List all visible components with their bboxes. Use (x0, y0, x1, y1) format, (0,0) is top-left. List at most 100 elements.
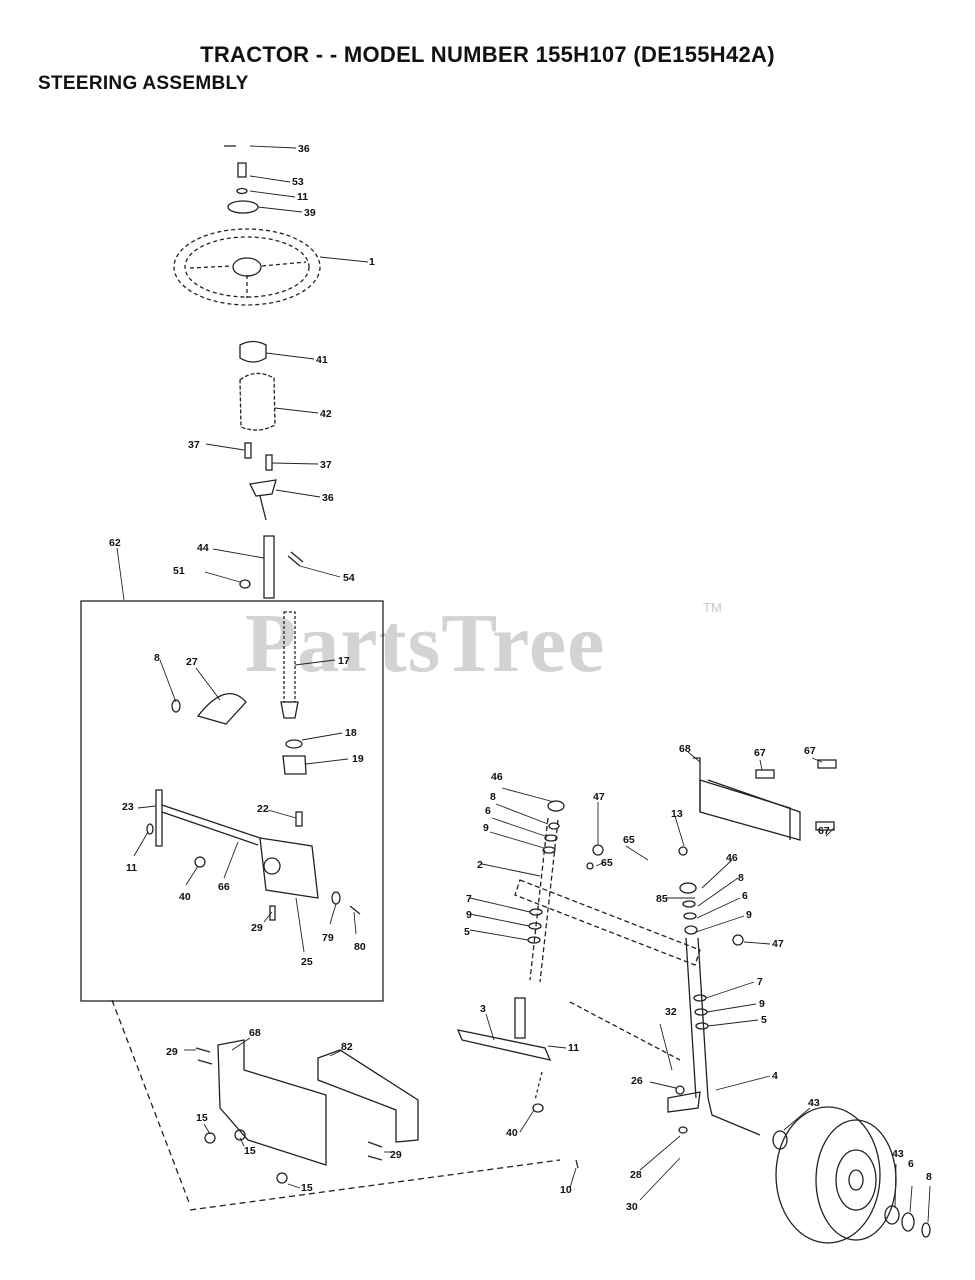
part-nut-40 (194, 856, 206, 868)
part-bushing-18 (285, 739, 303, 749)
part-adapter-41 (239, 340, 267, 363)
callout-4: 4 (772, 1070, 778, 1082)
part-bolt-67a (755, 769, 775, 779)
callout-43: 43 (808, 1097, 820, 1109)
part-plate-hole (263, 857, 281, 875)
callout-8: 8 (154, 652, 160, 664)
callout-17: 17 (338, 655, 350, 667)
part-bushing-8 (171, 699, 181, 713)
callout-37: 37 (320, 459, 332, 471)
part-bolt-67b (817, 759, 837, 769)
callout-37: 37 (188, 439, 200, 451)
callout-54: 54 (343, 572, 355, 584)
part-bolt-67c (815, 821, 835, 831)
part-spacer-79 (331, 891, 341, 905)
part-nut-51 (239, 579, 251, 589)
callout-22: 22 (257, 803, 269, 815)
part-steering-shaft-17 (283, 611, 296, 703)
callout-30: 30 (626, 1201, 638, 1213)
part-washer-39 (227, 200, 259, 214)
callout-46: 46 (491, 771, 503, 783)
callout-18: 18 (345, 727, 357, 739)
callout-7: 7 (757, 976, 763, 988)
part-bracket-36 (249, 479, 277, 497)
part-steering-plate-25 (259, 837, 319, 899)
callout-5: 5 (464, 926, 470, 938)
callout-27: 27 (186, 656, 198, 668)
callout-67: 67 (804, 745, 816, 757)
part-spindle-2 (529, 817, 559, 983)
part-cap-46 (547, 800, 565, 812)
callout-2: 2 (477, 859, 483, 871)
part-washer-6b (683, 912, 697, 920)
callout-79: 79 (322, 932, 334, 944)
part-nut-40b (532, 1103, 544, 1113)
part-bolt-54 (287, 551, 304, 567)
callout-26: 26 (631, 1075, 643, 1087)
callout-42: 42 (320, 408, 332, 420)
part-steering-wheel-1 (173, 228, 321, 306)
callout-68: 68 (679, 743, 691, 755)
part-bolt-37b (265, 454, 273, 471)
part-bolts-29a (195, 1047, 213, 1065)
callout-47: 47 (772, 938, 784, 950)
callout-46: 46 (726, 852, 738, 864)
part-nut-15c (276, 1172, 288, 1184)
callout-51: 51 (173, 565, 185, 577)
part-washer-28 (678, 1126, 688, 1134)
callout-85: 85 (656, 893, 668, 905)
callout-9: 9 (746, 909, 752, 921)
callout-40: 40 (506, 1127, 518, 1139)
part-spindle-3 (456, 1029, 552, 1061)
watermark-trademark: TM (703, 600, 722, 615)
part-shaft-link (259, 495, 267, 521)
part-sector-gear-27 (196, 693, 247, 725)
callout-6: 6 (742, 890, 748, 902)
callout-11: 11 (126, 862, 137, 874)
part-ring-5b (695, 1022, 709, 1030)
part-bracket-68 (693, 757, 801, 841)
kit-62-box (80, 600, 384, 1002)
part-washer-9 (542, 846, 556, 854)
part-washer-9b (528, 922, 542, 930)
part-washer-9c (684, 925, 698, 935)
callout-25: 25 (301, 956, 313, 968)
callout-68: 68 (249, 1027, 261, 1039)
part-washer-6 (544, 834, 558, 842)
part-washer-11b (146, 823, 154, 835)
part-fitting-65 (586, 862, 594, 870)
part-bolt-37a (244, 442, 252, 459)
part-bracket-23 (155, 789, 163, 847)
part-grease-47 (592, 844, 604, 856)
callout-19: 19 (352, 753, 364, 765)
callout-15: 15 (301, 1182, 313, 1194)
part-bushing-8b (548, 822, 560, 830)
callout-80: 80 (354, 941, 366, 953)
part-washer-43b (884, 1205, 900, 1225)
callout-43: 43 (892, 1148, 904, 1160)
callout-28: 28 (630, 1169, 642, 1181)
part-washer-43a (772, 1130, 788, 1150)
part-washer-6c (901, 1212, 915, 1232)
callout-65: 65 (601, 857, 613, 869)
callout-36: 36 (322, 492, 334, 504)
section-subtitle: STEERING ASSEMBLY (38, 73, 249, 94)
callout-39: 39 (304, 207, 316, 219)
callout-11: 11 (297, 191, 308, 203)
callout-44: 44 (197, 542, 209, 554)
callout-8: 8 (490, 791, 496, 803)
part-steering-arm (667, 1091, 701, 1113)
callout-11: 11 (568, 1042, 579, 1054)
part-bolts-29b (367, 1141, 383, 1161)
callout-6: 6 (908, 1158, 914, 1170)
part-washer-7 (529, 908, 543, 916)
callout-7: 7 (466, 893, 472, 905)
watermark: PartsTree (245, 597, 606, 690)
part-nut-15a (204, 1132, 216, 1144)
callout-82: 82 (341, 1041, 353, 1053)
part-shaft-44 (263, 535, 275, 599)
part-grease-47b (732, 934, 744, 946)
part-nut-26 (675, 1085, 685, 1095)
callout-10: 10 (560, 1184, 572, 1196)
